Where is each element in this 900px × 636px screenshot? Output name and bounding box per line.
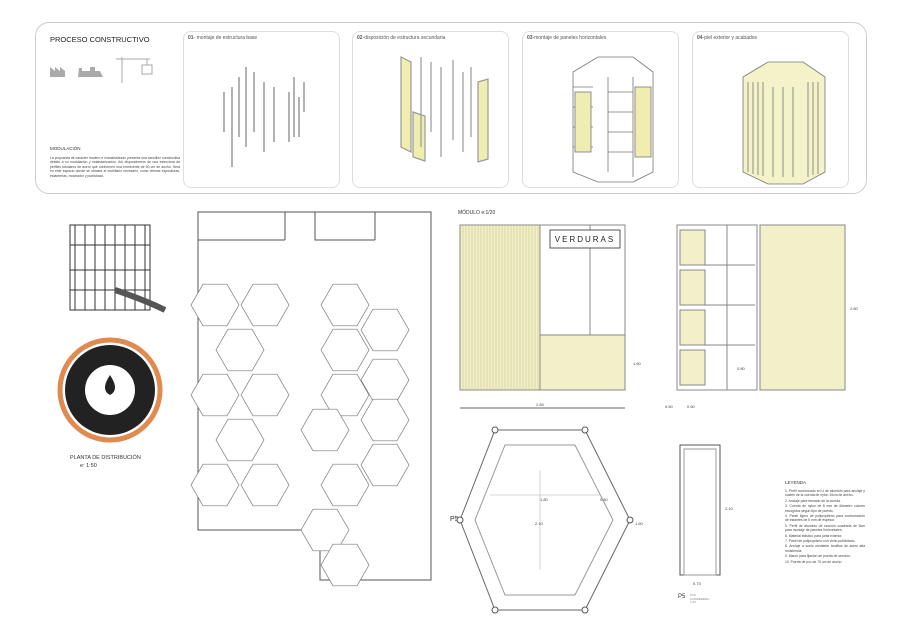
hex-stall <box>320 373 370 417</box>
svg-text:0.50: 0.50 <box>665 404 674 409</box>
verduras-sign: VERDURAS <box>555 235 615 244</box>
circular-loom-photo <box>57 337 163 443</box>
process-panel <box>35 22 867 194</box>
legend-item: 6. Material elástico para junta exterior… <box>785 533 843 538</box>
hex-stall <box>240 283 290 327</box>
horizontal-panels-drawing <box>572 56 654 183</box>
svg-text:1.60: 1.60 <box>635 521 644 526</box>
hex-stall <box>360 398 410 442</box>
legend-title: LEYENDA <box>785 480 807 485</box>
svg-text:1.60: 1.60 <box>633 361 642 366</box>
svg-text:2.80: 2.80 <box>536 402 545 407</box>
hex-stall <box>320 328 370 372</box>
hex-stall <box>300 408 350 452</box>
modulacion-title: MODULACIÓN <box>50 146 81 151</box>
legend-item: 7. Panel de polipropileno con vinilo pub… <box>785 539 856 544</box>
hex-stall <box>215 418 265 462</box>
plan-title: PLANTA DE DISTRIBUCIÓN <box>70 455 141 461</box>
secondary-structure-drawing <box>400 56 489 163</box>
legend-item: 5. Perfil de aluminio de sección cuadrad… <box>785 523 865 533</box>
svg-text:0.73: 0.73 <box>693 581 702 586</box>
module-elevations: VERDURAS 2.80 1.60 2.80 0.50 0.50 0.80 <box>459 224 859 409</box>
svg-text:0.80: 0.80 <box>600 497 609 502</box>
modulacion-text: La propuesta de carácter modero e indust… <box>50 156 180 178</box>
svg-text:0.50: 0.50 <box>687 404 696 409</box>
svg-text:1.80: 1.80 <box>540 497 549 502</box>
ship-icon <box>78 67 103 77</box>
hex-stall <box>320 283 370 327</box>
hex-stall <box>360 443 410 487</box>
hex-stall <box>240 373 290 417</box>
hex-stall <box>320 463 370 507</box>
step-card-4: 04-piel exterior y acabados <box>692 31 849 188</box>
hex-stall <box>240 463 290 507</box>
legend: LEYENDA 1. Perfil conformado en U de alu… <box>785 480 865 565</box>
step-card-2: 02-disposición de estructura secundaria <box>352 31 509 188</box>
step-number: 01 <box>188 35 194 41</box>
p5-label: P5 <box>450 516 459 523</box>
crane-icon <box>116 57 153 83</box>
industry-icons <box>50 57 153 83</box>
plan-scale: e: 1:50 <box>80 463 97 469</box>
page-title: PROCESO CONSTRUCTIVO <box>50 35 150 44</box>
svg-text:2.80: 2.80 <box>850 306 859 311</box>
legend-item: 8. Anclaje a suelo mediante tornillos de… <box>785 544 865 553</box>
loom-frame-photo <box>69 224 167 313</box>
legend-item: 1. Perfil conformado en U de aluminio pa… <box>785 489 865 498</box>
step-card-3: 03-montaje de paneles horizontales <box>522 31 679 188</box>
floor-plan <box>190 211 432 587</box>
step-card-1: 01- montaje de estructura base <box>183 31 340 188</box>
hex-stall <box>320 543 370 587</box>
door-caption: P5 <box>678 594 686 600</box>
step-label: - montaje de estructura base <box>193 35 258 41</box>
hex-stall <box>215 328 265 372</box>
module-title: MÓDULO e:1/20 <box>458 210 496 216</box>
svg-text:0.80: 0.80 <box>737 366 746 371</box>
hex-stall <box>360 308 410 352</box>
legend-item: 4. Panel ligero de polipropileno para co… <box>785 514 865 523</box>
door-elevation: 2.10 0.73 <box>679 444 734 586</box>
hexagonal-module-plan: 1.80 0.80 2.10 1.60 <box>456 426 644 614</box>
exterior-skin-drawing <box>742 61 826 185</box>
legend-item: 2. Anclaje para tensado de la cuerda. <box>785 498 841 503</box>
svg-text:2.10: 2.10 <box>535 521 544 526</box>
legend-item: 10. Puerta de pvc de 70 cm de ancho. <box>785 559 843 564</box>
legend-item: 9. Marco para fijación de puerta de serv… <box>785 554 851 559</box>
hex-stall <box>190 463 240 507</box>
svg-text:2.10: 2.10 <box>725 506 734 511</box>
base-structure-drawing <box>223 67 305 167</box>
hex-stall <box>190 283 240 327</box>
legend-item: 3. Cuerda de nylon de 8 mm de diámetro c… <box>785 504 865 513</box>
hex-stall <box>190 373 240 417</box>
factory-icon <box>50 67 65 77</box>
